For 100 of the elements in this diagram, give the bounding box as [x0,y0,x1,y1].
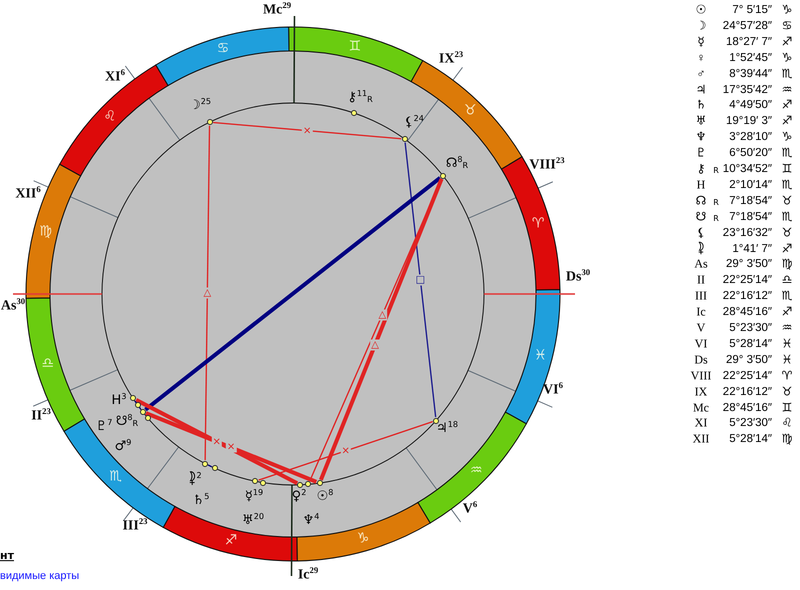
position-value: 2°10′14″ [729,178,772,192]
planet-label: ☿$^{19}$ [244,488,264,506]
retrograde-mark: R [713,166,719,176]
body-symbol: ☽ [696,18,706,34]
zodiac-sign: ♎ [42,355,54,373]
sign-symbol: ♏ [782,209,792,224]
body-symbol: ⚷ [696,162,706,176]
section-title: нт [0,549,14,563]
sign-symbol: ♉ [782,193,792,208]
zodiac-sign: ♐ [224,532,238,550]
body-symbol: V [696,320,706,336]
house-cusp-label: III$^{23}$ [122,517,148,535]
body-symbol: ♀ [696,50,706,66]
planet-label: ♂$^{9}$ [114,438,132,456]
planet-label: ☉$^{8}$ [316,488,334,506]
zodiac-sign: ♓ [534,347,547,365]
house-cusp-label: XII$^{6}$ [15,185,41,203]
sign-symbol: ♋ [782,18,792,34]
position-value: 23°16′32″ [722,225,772,240]
position-value: 22°16′12″ [722,384,772,399]
sign-symbol: ♐ [782,241,792,256]
retrograde-mark: R [713,198,719,208]
sign-symbol: ♌ [782,416,792,431]
body-symbol: ☊ [696,193,706,208]
position-value: 22°25′14″ [722,368,772,383]
aspect-symbol: △ [370,339,380,350]
zodiac-sign: ♌ [103,108,116,126]
sign-symbol: ♊ [782,162,792,176]
zodiac-sign: ♒ [470,462,483,480]
position-value: 10°34′52″ [722,162,772,176]
position-value: 7°18′54″ [729,210,772,224]
planet-label: ♄$^{5}$ [192,492,210,510]
position-value: 6°50′20″ [729,146,772,160]
zodiac-sign: ♍ [39,223,52,241]
planet-label: ☽$^{25}$ [189,98,211,114]
position-value: 22°16′12″ [722,289,772,304]
sign-symbol: ♑ [782,130,792,145]
house-cusp-label: As$^{30}$ [0,297,26,315]
position-value: 29° 3′50″ [726,352,772,367]
position-value: 5°28′14″ [729,432,772,446]
position-value: 7°18′54″ [729,194,772,208]
zodiac-sign: ♋ [216,40,230,58]
body-symbol: VIII [690,368,712,384]
aspect-symbol: △ [377,309,388,320]
retrograde-mark: R [713,214,719,224]
zodiac-sign: ♊ [348,38,362,56]
sign-symbol: ♍ [782,432,792,447]
position-value: 1°41′ 7″ [732,241,772,256]
sign-symbol: ♈ [782,368,792,384]
house-cusp-label: XI$^{6}$ [105,68,125,86]
body-symbol: Mc [693,400,709,415]
chart-link: видимые карты [0,570,80,584]
body-symbol: ☋ [696,209,706,224]
house-cusp-label: IX$^{23}$ [438,50,464,68]
planet-label: ♀$^{2}$ [292,488,306,506]
position-value: 24°57′28″ [722,18,772,34]
planet-label: ♇$^{7}$ [96,418,112,436]
aspect-line [144,176,442,412]
aspect-line [404,142,436,418]
sign-symbol: ♐ [782,98,792,113]
sign-symbol: ♑ [782,2,792,18]
body-symbol: Ds [694,352,708,368]
sign-symbol: ♐ [782,34,792,50]
body-symbol: ⚸ [696,225,706,240]
sign-symbol: ♊ [782,400,792,415]
sign-symbol: ♒ [782,82,792,97]
sign-symbol: ♑ [782,50,792,66]
body-symbol: ⯝ [698,241,704,256]
body-symbol: XII [692,432,710,447]
body-symbol: II [697,272,705,288]
aspect-line [145,411,318,484]
aspect-line [208,464,212,468]
zodiac-sign: ♈ [532,215,544,233]
position-value: 4°49′50″ [729,98,772,113]
planet-label: H$^{3}$ [112,392,126,410]
zodiac-sign: ♉ [464,102,477,120]
position-value: 1°52′45″ [729,50,772,65]
sign-symbol: ♉ [782,384,792,400]
zodiac-sign: ♑ [356,530,370,548]
body-symbol: ♇ [696,146,706,161]
aspect-symbol: × [226,442,236,453]
body-symbol: VI [694,336,708,352]
planet-label: ♃$^{18}$ [436,420,458,438]
sign-symbol: ♓ [782,352,792,368]
body-symbol: As [694,256,708,272]
body-symbol: IX [694,384,708,400]
position-value: 3°28′10″ [729,130,772,144]
sign-symbol: ♎ [782,272,792,288]
position-value: 5°23′30″ [729,416,772,431]
position-value: 19°19′ 3″ [726,114,772,128]
sign-symbol: ♏ [782,177,792,192]
zodiac-sign: ♏ [109,468,122,486]
position-value: 7° 5′15″ [732,2,772,18]
sign-symbol: ♏ [782,146,792,161]
body-symbol: Ic [696,304,706,320]
body-symbol: ♄ [696,98,706,113]
aspect-symbol: △ [202,287,212,298]
planet-label: ⯝$^{2}$ [188,472,202,488]
aspect-line [204,126,210,460]
body-symbol: H [696,177,706,192]
